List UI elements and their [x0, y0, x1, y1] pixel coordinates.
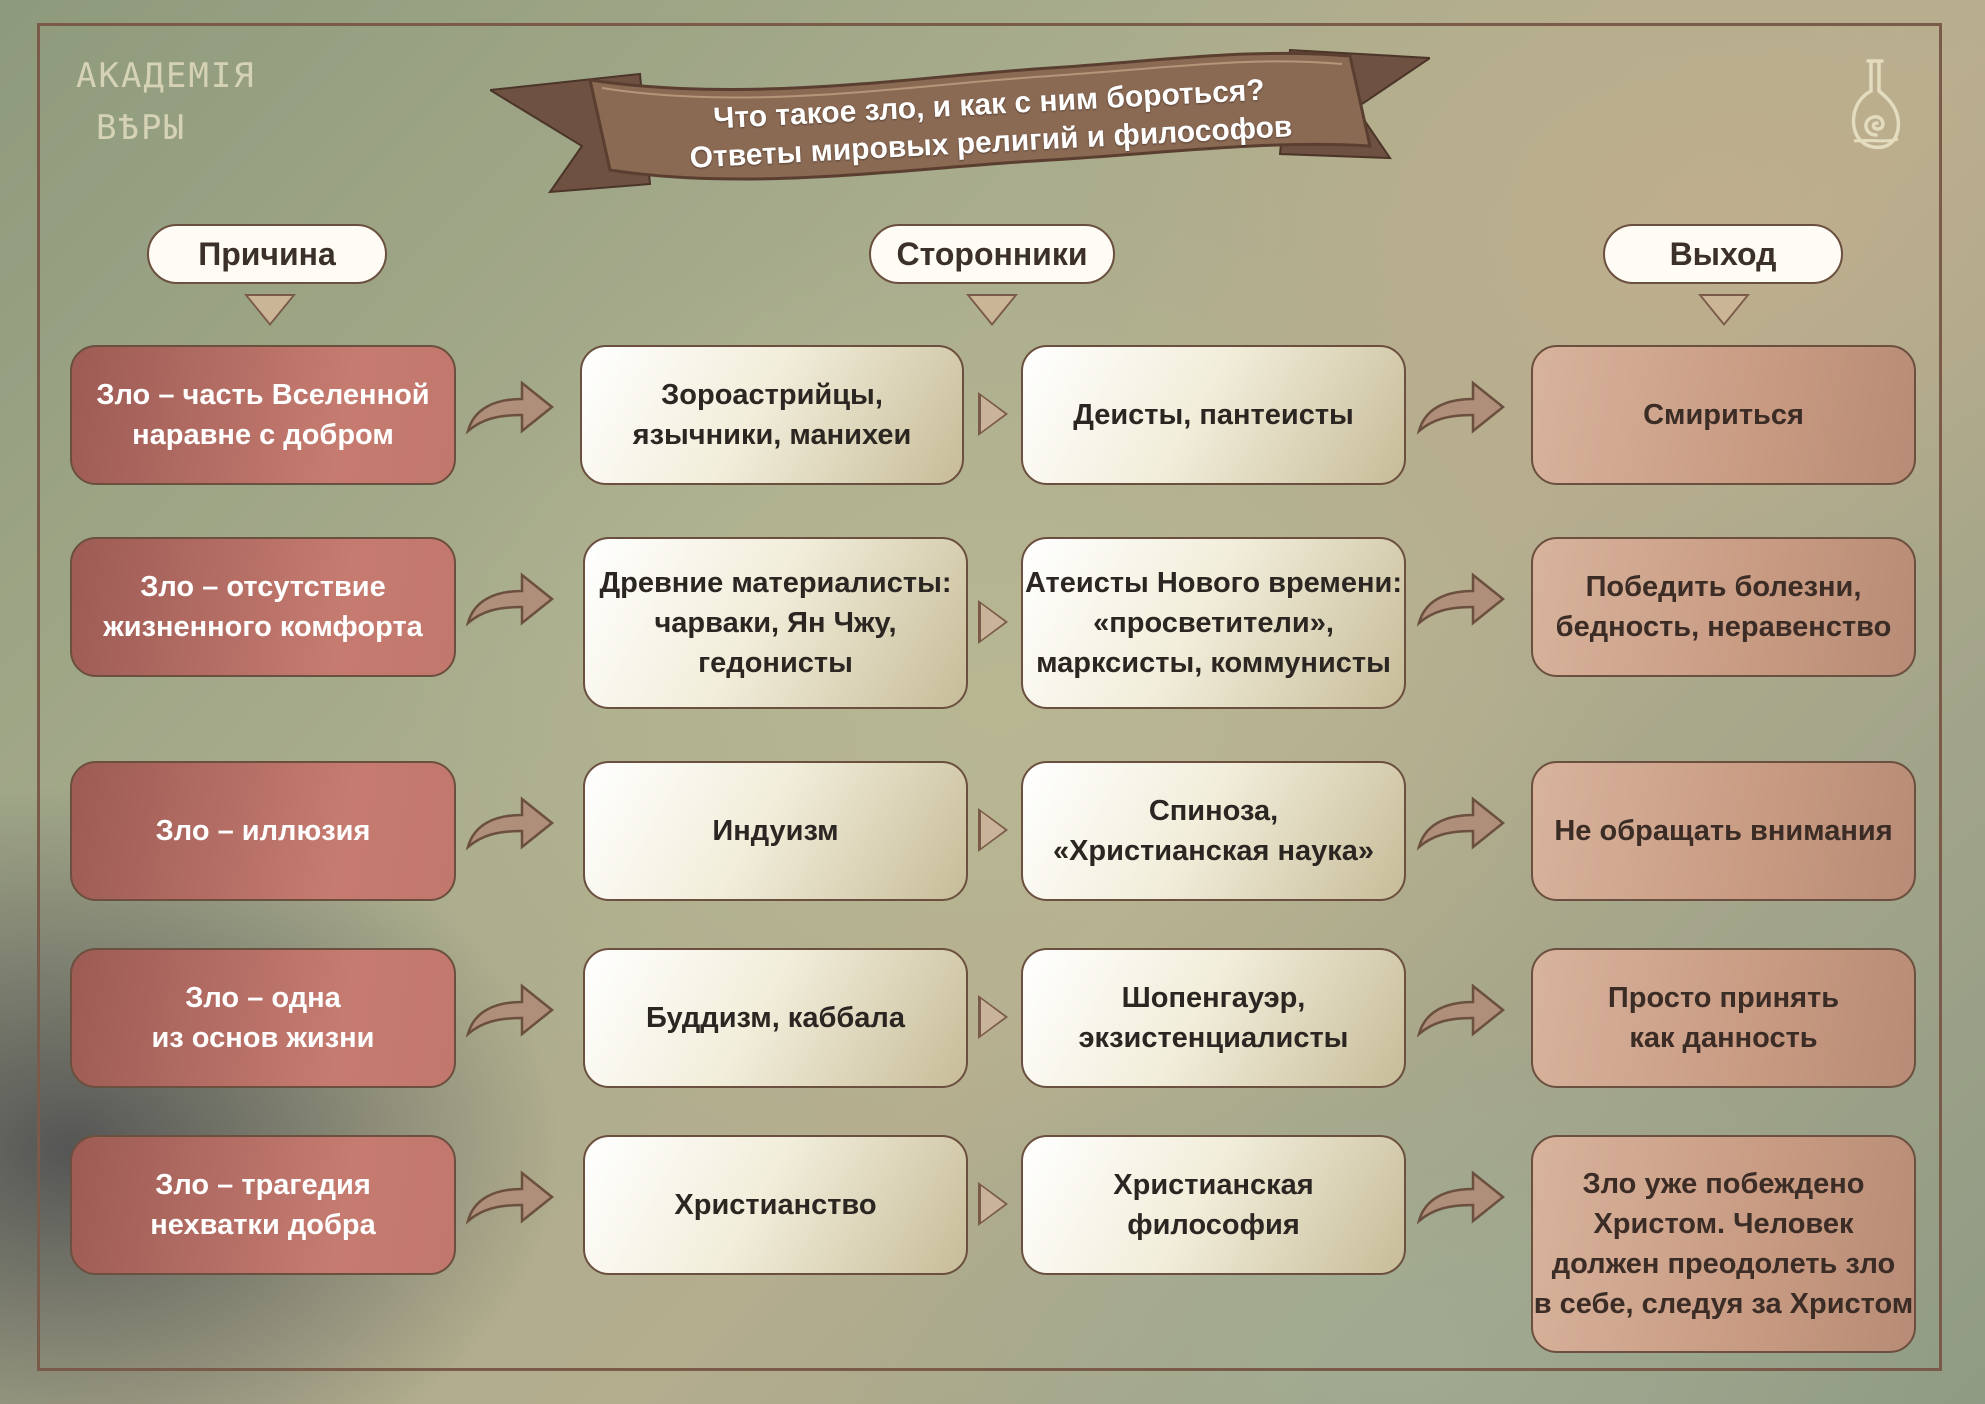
supporters-box-3b: Спиноза, «Христианская наука»	[1021, 761, 1406, 901]
column-header-cause: Причина	[147, 224, 387, 284]
title-ribbon	[490, 48, 1430, 194]
snail-flask-icon	[1851, 59, 1901, 150]
arrow-right-icon	[978, 600, 1008, 644]
supporters-box-2b: Атеисты Нового времени: «просветители», …	[1021, 537, 1406, 709]
supporters-box-5b: Христианская философия	[1021, 1135, 1406, 1275]
column-header-outcome: Выход	[1603, 224, 1843, 284]
curved-arrow-icon	[465, 796, 555, 851]
cause-header-pointer	[244, 294, 296, 326]
supporters-box-4b: Шопенгауэр, экзистенциалисты	[1021, 948, 1406, 1088]
outcome-box-5: Зло уже побеждено Христом. Человек долже…	[1531, 1135, 1916, 1353]
curved-arrow-icon	[465, 983, 555, 1038]
column-header-supporters: Сторонники	[869, 224, 1115, 284]
cause-box-5: Зло – трагедия нехватки добра	[70, 1135, 456, 1275]
academy-logo: АКАДЕМIЯ ВѢРЫ	[76, 50, 256, 154]
outcome-box-3: Не обращать внимания	[1531, 761, 1916, 901]
outcome-box-1: Смириться	[1531, 345, 1916, 485]
curved-arrow-icon	[1416, 983, 1506, 1038]
supporters-header-pointer	[966, 294, 1018, 326]
curved-arrow-icon	[1416, 380, 1506, 435]
supporters-box-1a: Зороастрийцы, язычники, манихеи	[580, 345, 964, 485]
curved-arrow-icon	[465, 1170, 555, 1225]
curved-arrow-icon	[1416, 572, 1506, 627]
cause-box-3: Зло – иллюзия	[70, 761, 456, 901]
cause-box-2: Зло – отсутствие жизненного комфорта	[70, 537, 456, 677]
curved-arrow-icon	[465, 572, 555, 627]
curved-arrow-icon	[465, 380, 555, 435]
supporters-box-1b: Деисты, пантеисты	[1021, 345, 1406, 485]
logo-line-2: ВѢРЫ	[96, 108, 186, 148]
curved-arrow-icon	[1416, 796, 1506, 851]
outcome-box-2: Победить болезни, бедность, неравенство	[1531, 537, 1916, 677]
supporters-box-4a: Буддизм, каббала	[583, 948, 968, 1088]
arrow-right-icon	[978, 392, 1008, 436]
supporters-box-3a: Индуизм	[583, 761, 968, 901]
supporters-box-5a: Христианство	[583, 1135, 968, 1275]
outcome-header-pointer	[1698, 294, 1750, 326]
cause-box-1: Зло – часть Вселенной наравне с добром	[70, 345, 456, 485]
logo-line-1: АКАДЕМIЯ	[76, 56, 256, 96]
curved-arrow-icon	[1416, 1170, 1506, 1225]
page-frame	[37, 23, 1942, 1371]
supporters-box-2a: Древние материалисты: чарваки, Ян Чжу, г…	[583, 537, 968, 709]
outcome-box-4: Просто принять как данность	[1531, 948, 1916, 1088]
cause-box-4: Зло – одна из основ жизни	[70, 948, 456, 1088]
arrow-right-icon	[978, 995, 1008, 1039]
arrow-right-icon	[978, 1182, 1008, 1226]
arrow-right-icon	[978, 808, 1008, 852]
